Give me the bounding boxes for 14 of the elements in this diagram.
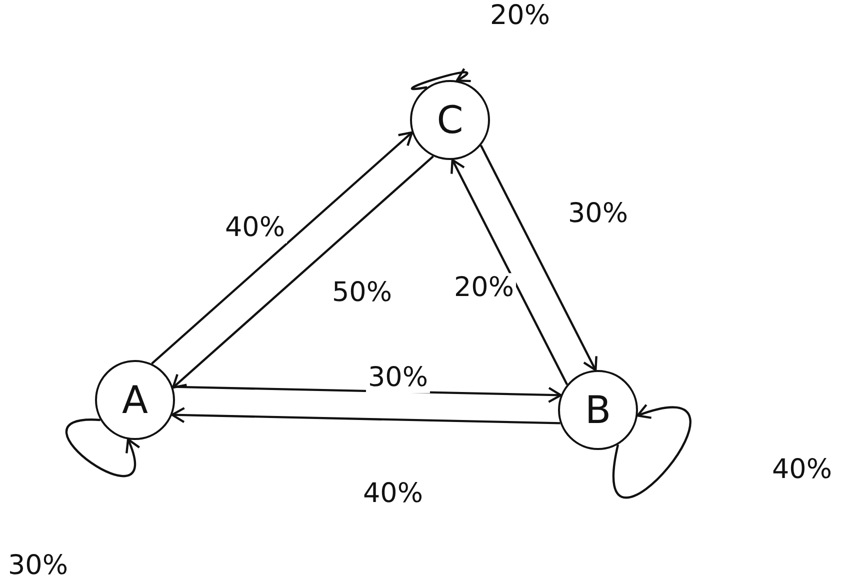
arrow xyxy=(172,156,434,389)
state-label: B xyxy=(584,388,612,432)
self-loop-arrow xyxy=(612,404,692,499)
state-circle xyxy=(410,80,490,160)
edge-label: 40% xyxy=(223,213,287,243)
self-loop-arrow xyxy=(66,418,140,477)
arrow xyxy=(151,131,414,364)
edge-label: 30% xyxy=(366,363,430,393)
arrow xyxy=(450,158,568,386)
self-loop-arrow xyxy=(411,67,472,90)
arrow xyxy=(480,144,598,372)
state-label: A xyxy=(122,378,148,422)
arrow xyxy=(171,406,560,424)
state-label: C xyxy=(436,98,464,142)
